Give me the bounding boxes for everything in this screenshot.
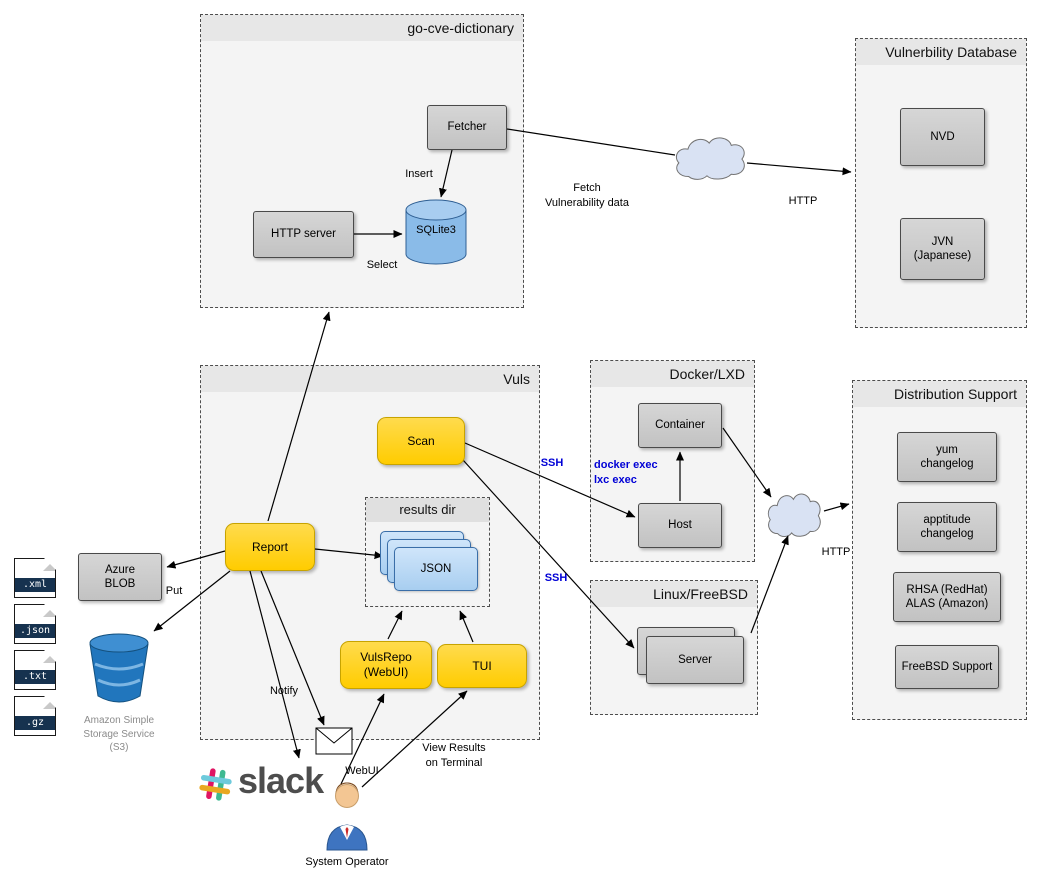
file-label: .txt [15, 670, 55, 684]
file-label: .xml [15, 578, 55, 592]
s3-bucket-icon [86, 630, 152, 712]
node-freebsd-support: FreeBSD Support [895, 645, 999, 689]
group-title: Vuls [201, 366, 539, 392]
label-insert: Insert [405, 168, 433, 180]
group-title: Distribution Support [853, 381, 1026, 407]
file-icon-json: .json [14, 604, 56, 644]
file-label: .gz [15, 716, 55, 730]
node-report: Report [225, 523, 315, 571]
group-title: go-cve-dictionary [201, 15, 523, 41]
label-ssh-linux: SSH [544, 572, 568, 584]
label-select: Select [366, 259, 398, 271]
slack-wordmark: slack [238, 760, 324, 801]
label-notify: Notify [269, 685, 299, 697]
label-fetch-vulnerability-data: Fetch Vulnerability data [545, 182, 629, 209]
file-icon-gz: .gz [14, 696, 56, 736]
arrow-cloud-to-distsupport [823, 502, 850, 512]
group-go-cve-dictionary: go-cve-dictionary [200, 14, 524, 308]
node-json: JSON [394, 547, 478, 591]
node-jvn: JVN (Japanese) [900, 218, 985, 280]
email-envelope-icon [315, 727, 353, 755]
group-title: Docker/LXD [591, 361, 754, 387]
node-rhsa-alas: RHSA (RedHat) ALAS (Amazon) [893, 572, 1001, 622]
database-cylinder-icon: SQLite3 [404, 198, 468, 268]
label-docker-exec: docker exec lxc exec [594, 459, 658, 486]
node-vulsrepo: VulsRepo (WebUI) [340, 641, 432, 689]
system-operator-person-icon [321, 779, 373, 851]
group-title: Linux/FreeBSD [591, 581, 757, 607]
cloud-icon-top [676, 138, 744, 179]
cloud-icon-right [768, 494, 820, 537]
label-http-right: HTTP [821, 546, 851, 558]
node-host: Host [638, 503, 722, 548]
node-http-server: HTTP server [253, 211, 354, 258]
file-icon-txt: .txt [14, 650, 56, 690]
label-view-results: View Results on Terminal [422, 742, 486, 769]
file-label: .json [15, 624, 55, 638]
node-apptitude-changelog: apptitude changelog [897, 502, 997, 552]
label-put: Put [165, 585, 183, 597]
label-ssh-docker: SSH [540, 457, 564, 469]
s3-caption: Amazon Simple Storage Service (S3) [83, 715, 155, 753]
node-azure-blob: Azure BLOB [78, 553, 162, 601]
group-title: Vulnerbility Database [856, 39, 1026, 65]
group-title: results dir [366, 498, 489, 522]
arrow-cloud-to-vulndb [746, 162, 852, 176]
node-scan: Scan [377, 417, 465, 465]
label-webui: WebUI [345, 765, 379, 777]
node-fetcher: Fetcher [427, 105, 507, 150]
node-tui: TUI [437, 644, 527, 688]
slack-hash-icon [197, 766, 235, 804]
node-container: Container [638, 403, 722, 448]
group-vulnerability-database: Vulnerbility Database [855, 38, 1027, 328]
line-fetcher-to-cloud [506, 128, 676, 156]
node-server: Server [646, 636, 744, 684]
system-operator-label: System Operator [305, 856, 389, 868]
node-yum-changelog: yum changelog [897, 432, 997, 482]
label-http-top: HTTP [788, 195, 818, 207]
file-icon-xml: .xml [14, 558, 56, 598]
node-sqlite3: SQLite3 [416, 224, 456, 236]
node-nvd: NVD [900, 108, 985, 166]
